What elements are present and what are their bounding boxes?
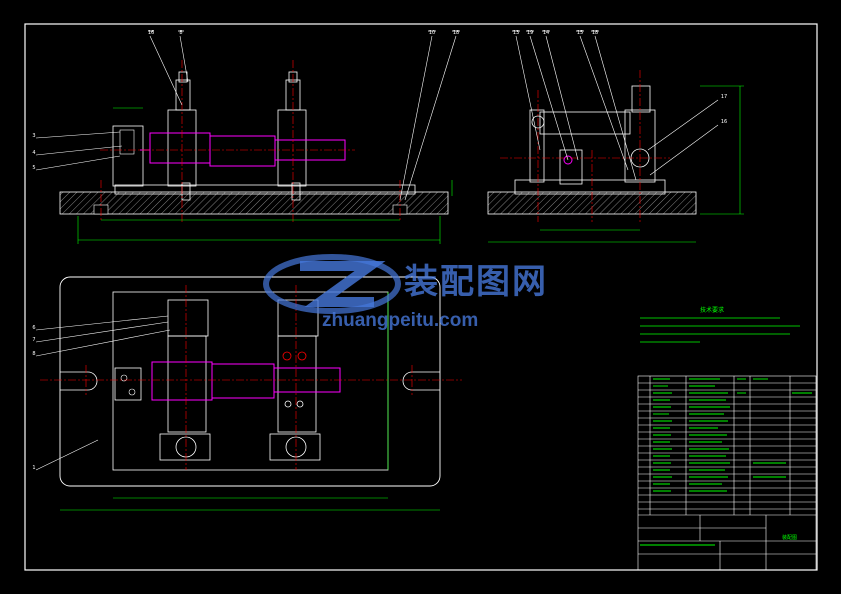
tech-requirements [640, 317, 800, 343]
balloon-top-1: 8 [179, 30, 182, 36]
balloon-top-8: 18 [592, 30, 598, 36]
plan-view [40, 276, 462, 511]
balloon-front-left-1: 4 [32, 150, 35, 156]
balloon-side-1: 16 [721, 119, 727, 125]
plan-view-leaders [35, 315, 171, 471]
front-base-plate [59, 191, 449, 215]
title-block-drawing-name: 装配图 [782, 535, 798, 541]
parts-list-text [640, 378, 812, 546]
plan-base-outline [59, 276, 441, 487]
parts-list [637, 375, 817, 571]
front-view [59, 60, 453, 244]
balloon-front-left-0: 3 [32, 133, 35, 139]
balloon-plan-left-0: 6 [32, 325, 35, 331]
balloon-top-6: 14 [543, 30, 549, 36]
tech-requirements-title: 技术要求 [700, 307, 725, 314]
balloon-top-5: 19 [527, 30, 533, 36]
balloon-plan-left-2: 8 [32, 351, 35, 357]
balloon-plan-left-1: 7 [32, 337, 35, 343]
front-cylinder [140, 132, 346, 167]
side-view-leaders [515, 35, 719, 181]
balloon-front-left-2: 5 [32, 165, 35, 171]
balloon-side-0: 17 [721, 94, 727, 100]
balloon-top-2: 10 [429, 30, 435, 36]
plan-cylinder [151, 361, 341, 401]
front-view-leaders [35, 35, 457, 201]
balloon-top-7: 15 [577, 30, 583, 36]
balloon-plan-left-3: 1 [32, 465, 35, 471]
balloon-top-4: 13 [513, 30, 519, 36]
side-view [487, 70, 744, 243]
balloon-top-3: 18 [453, 30, 459, 36]
drawing-frame [24, 23, 818, 571]
balloon-top-0: 16 [148, 30, 154, 36]
